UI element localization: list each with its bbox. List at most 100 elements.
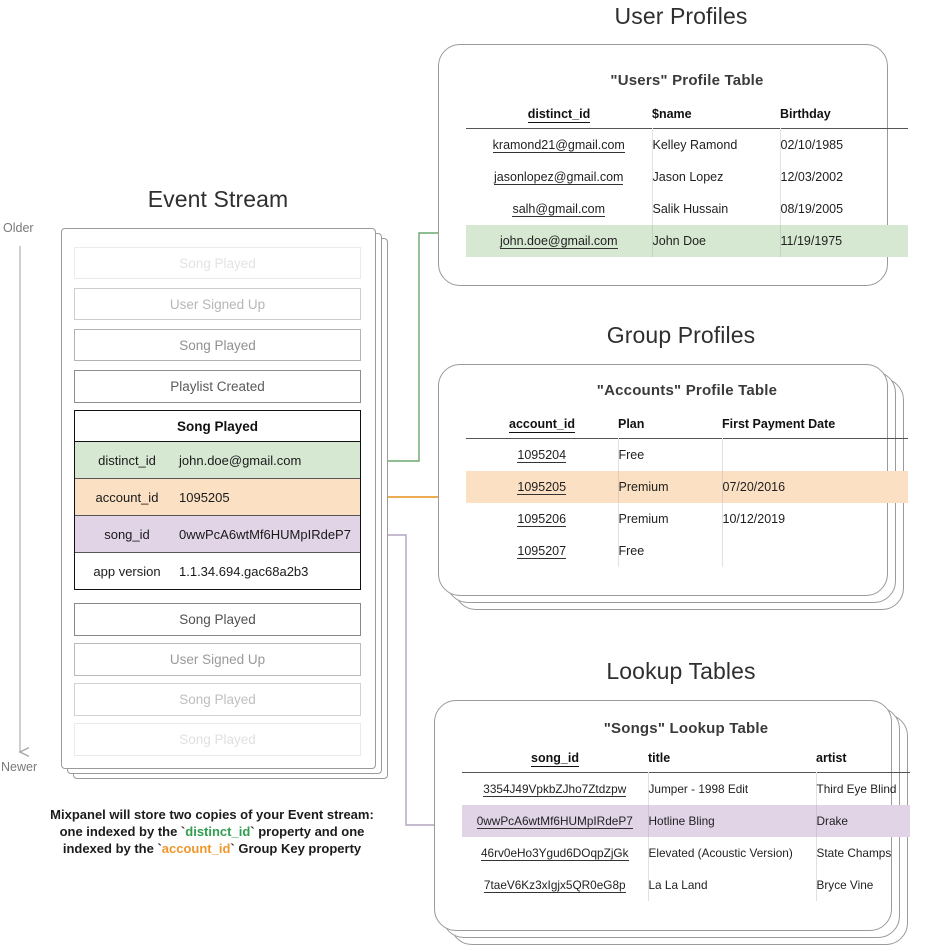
timeline-older-label: Older — [3, 221, 34, 235]
table-row[interactable]: 1095204 Free — [466, 438, 908, 471]
column-header-song-id: song_id — [531, 751, 579, 767]
property-key: account_id — [95, 489, 159, 505]
songs-table: song_id title artist 3354J49VpkbZJho7Ztd… — [462, 751, 910, 901]
event-box-label: Song Played — [179, 612, 256, 627]
property-key: distinct_id — [98, 452, 156, 468]
column-header-account-id: account_id — [509, 417, 575, 433]
cell-birthday: 11/19/1975 — [780, 225, 908, 257]
cell-plan: Free — [618, 438, 723, 471]
event-box-faded[interactable]: User Signed Up — [74, 643, 361, 676]
property-value: 1095205 — [179, 489, 230, 505]
event-box-faded[interactable]: Song Played — [74, 683, 361, 716]
cell-song-id: 46rv0eHo3Ygud6DOqpZjGk — [480, 846, 629, 861]
event-box-faded[interactable]: Playlist Created — [74, 370, 361, 403]
cell-first-payment-date: 07/20/2016 — [722, 471, 908, 503]
event-property-app-version[interactable]: app version 1.1.34.694.gac68a2b3 — [75, 553, 360, 590]
event-box-faded[interactable]: User Signed Up — [74, 288, 361, 320]
event-property-song-id[interactable]: song_id 0wwPcA6wtMf6HUMpIRdeP7 — [75, 516, 360, 553]
event-box-label: Song Played — [179, 692, 256, 707]
table-header-row: account_id Plan First Payment Date — [466, 417, 908, 439]
event-name: Song Played — [75, 411, 360, 442]
cell-artist: Third Eye Blind — [816, 782, 897, 796]
stream-caption: Mixpanel will store two copies of your E… — [32, 806, 392, 857]
caption-line-2: one indexed by the `distinct_id` propert… — [32, 823, 392, 840]
cell-account-id: 1095206 — [517, 512, 567, 527]
lookup-tables-title: Lookup Tables — [606, 658, 756, 684]
event-box-label: Song Played — [179, 255, 256, 271]
cell-account-id: 1095205 — [517, 480, 567, 495]
event-box-focused[interactable]: Song Played distinct_id john.doe@gmail.c… — [74, 410, 361, 590]
caption-line-1: Mixpanel will store two copies of your E… — [50, 807, 374, 822]
users-table-title: "Users" Profile Table — [610, 72, 764, 89]
table-row[interactable]: 1095207 Free — [466, 535, 908, 567]
column-header-first-payment-date: First Payment Date — [722, 417, 836, 431]
cell-artist: State Champs — [816, 846, 892, 860]
cell-title: La La Land — [648, 869, 817, 901]
cell-title: Hotline Bling — [648, 805, 817, 837]
songs-table-title: "Songs" Lookup Table — [603, 720, 769, 737]
accounts-table: account_id Plan First Payment Date 10952… — [466, 417, 908, 567]
cell-birthday: 02/10/1985 — [780, 138, 844, 152]
table-row[interactable]: jasonlopez@gmail.com Jason Lopez 12/03/2… — [466, 161, 908, 193]
table-row-highlighted[interactable]: 1095205 Premium 07/20/2016 — [466, 471, 908, 503]
caption-line-3-pre: indexed by the ` — [62, 841, 162, 856]
cell-name: John Doe — [652, 225, 781, 257]
column-header-name: $name — [652, 107, 692, 121]
event-box-faded[interactable]: Song Played — [74, 329, 361, 361]
event-box-label: Song Played — [179, 337, 256, 353]
cell-account-id: 1095207 — [517, 544, 567, 559]
cell-artist: Bryce Vine — [816, 878, 874, 892]
column-header-birthday: Birthday — [780, 107, 831, 121]
users-table: distinct_id $name Birthday kramond21@gma… — [466, 107, 908, 257]
event-box-label: Playlist Created — [170, 379, 265, 394]
accounts-table-wrapper: "Accounts" Profile Table account_id Plan… — [466, 382, 908, 567]
table-row-highlighted[interactable]: john.doe@gmail.com John Doe 11/19/1975 — [466, 225, 908, 257]
event-box-label: Song Played — [179, 732, 256, 747]
user-profiles-title: User Profiles — [614, 3, 748, 29]
caption-line-2-pre: one indexed by the ` — [59, 824, 186, 839]
event-box-label: User Signed Up — [169, 296, 266, 312]
caption-line-2-post: ` property and one — [250, 824, 365, 839]
event-box-faded[interactable]: Song Played — [74, 603, 361, 636]
cell-first-payment-date — [722, 535, 908, 567]
event-box-faded[interactable]: Song Played — [74, 723, 361, 756]
cell-title: Elevated (Acoustic Version) — [648, 837, 817, 869]
event-property-account-id[interactable]: account_id 1095205 — [75, 479, 360, 516]
cell-distinct-id: salh@gmail.com — [512, 202, 606, 217]
cell-birthday: 08/19/2005 — [780, 202, 844, 216]
cell-first-payment-date: 10/12/2019 — [722, 512, 786, 526]
group-profiles-title: Group Profiles — [606, 322, 756, 348]
table-row[interactable]: 1095206 Premium 10/12/2019 — [466, 503, 908, 535]
table-row[interactable]: 7taeV6Kz3xIgjx5QR0eG8p La La Land Bryce … — [462, 869, 910, 901]
cell-song-id: 0wwPcA6wtMf6HUMpIRdeP7 — [476, 814, 633, 829]
table-row[interactable]: 46rv0eHo3Ygud6DOqpZjGk Elevated (Acousti… — [462, 837, 910, 869]
event-property-distinct-id[interactable]: distinct_id john.doe@gmail.com — [75, 442, 360, 479]
cell-name: Jason Lopez — [652, 161, 781, 193]
column-header-plan: Plan — [618, 417, 645, 431]
cell-song-id: 3354J49VpkbZJho7Ztdzpw — [483, 782, 627, 797]
table-row[interactable]: kramond21@gmail.com Kelley Ramond 02/10/… — [466, 128, 908, 161]
caption-line-3-post: ` Group Key property — [230, 841, 362, 856]
songs-table-wrapper: "Songs" Lookup Table song_id title artis… — [462, 720, 910, 901]
property-key: app version — [93, 564, 161, 579]
cell-title: Jumper - 1998 Edit — [648, 772, 817, 805]
column-header-title: title — [648, 751, 671, 765]
column-header-distinct-id: distinct_id — [527, 107, 591, 123]
property-value: 0wwPcA6wtMf6HUMpIRdeP7 — [179, 526, 351, 542]
cell-name: Kelley Ramond — [652, 128, 781, 161]
event-box-label: User Signed Up — [169, 652, 266, 667]
cell-plan: Premium — [618, 503, 723, 535]
cell-plan: Premium — [618, 471, 723, 503]
users-table-wrapper: "Users" Profile Table distinct_id $name … — [466, 72, 908, 257]
event-box-faded[interactable]: Song Played — [74, 247, 361, 279]
table-row[interactable]: salh@gmail.com Salik Hussain 08/19/2005 — [466, 193, 908, 225]
cell-account-id: 1095204 — [517, 448, 567, 463]
table-row-highlighted[interactable]: 0wwPcA6wtMf6HUMpIRdeP7 Hotline Bling Dra… — [462, 805, 910, 837]
cell-distinct-id: kramond21@gmail.com — [492, 138, 625, 153]
cell-plan: Free — [618, 535, 723, 567]
cell-distinct-id: john.doe@gmail.com — [499, 234, 618, 249]
table-row[interactable]: 3354J49VpkbZJho7Ztdzpw Jumper - 1998 Edi… — [462, 772, 910, 805]
cell-birthday: 12/03/2002 — [780, 170, 844, 184]
event-stream-title: Event Stream — [147, 186, 289, 212]
